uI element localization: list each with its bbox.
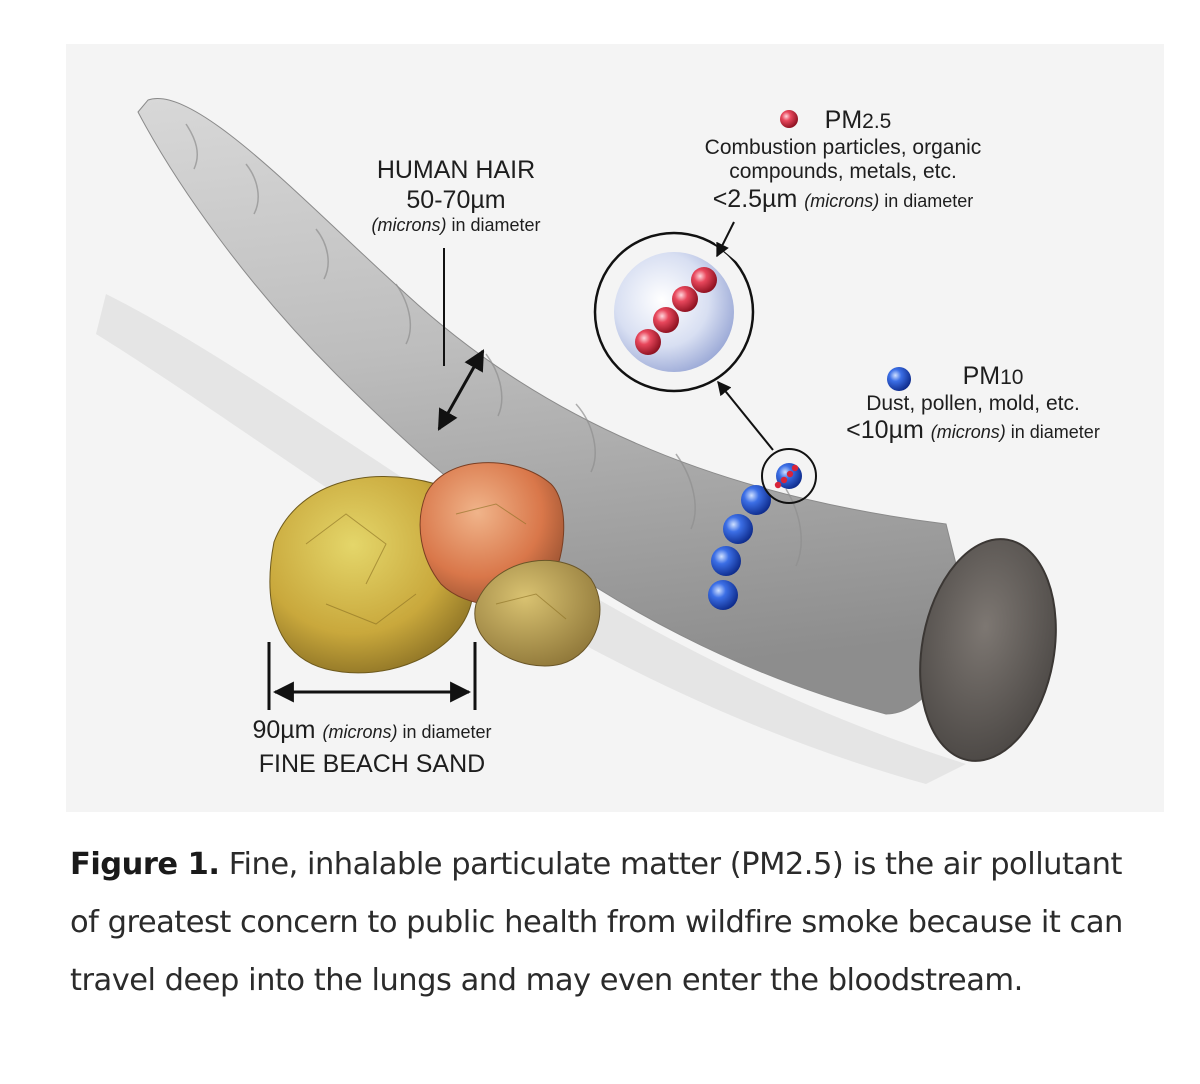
sand-size-line: 90µm (microns) in diameter	[214, 716, 530, 746]
pm10-label: PM10 Dust, pollen, mold, etc. <10µm (mic…	[808, 362, 1138, 446]
hair-diameter-arrow	[437, 349, 485, 431]
pm25-size: <2.5µm	[712, 185, 798, 214]
pm10-heading-main: PM	[962, 362, 1001, 390]
figure-caption: Figure 1. Fine, inhalable particulate ma…	[70, 836, 1150, 1010]
pm10-heading-sub: 10	[1000, 366, 1024, 389]
pm10-legend-dot	[887, 367, 911, 391]
caption-bold: Figure 1.	[70, 847, 220, 882]
particle-size-diagram: HUMAN HAIR 50-70µm (microns) in diameter…	[66, 44, 1164, 812]
hair-shadow	[96, 294, 966, 784]
hair-unit-rest: in diameter	[446, 215, 541, 235]
pm10-unit-rest: in diameter	[1005, 422, 1100, 443]
pm25-zoom-ring	[593, 231, 755, 393]
diagram-graphic	[96, 98, 1057, 784]
pm10-particles	[708, 485, 771, 610]
pm25-particle	[653, 307, 679, 333]
pm25-pointer-arrow	[716, 221, 735, 258]
sand-texture	[305, 503, 567, 625]
hair-cross-section	[919, 538, 1057, 762]
sand-unit-italic: (microns)	[322, 722, 398, 742]
pm25-label: PM2.5 Combustion particles, organic comp…	[678, 106, 1008, 215]
pm25-zoom-source-circle	[761, 448, 817, 504]
pm25-size-line: <2.5µm (microns) in diameter	[678, 185, 1008, 215]
hair-scales	[185, 123, 802, 567]
pm25-legend-dot	[780, 110, 798, 128]
pm10-unit-italic: (microns)	[930, 422, 1006, 443]
pm10-heading: PM10	[808, 362, 1138, 392]
pm10-size: <10µm	[846, 416, 924, 445]
sand-size: 90µm	[252, 716, 316, 744]
pm25-particles	[635, 267, 717, 355]
pm10-desc: Dust, pollen, mold, etc.	[866, 391, 1080, 415]
hair-unit-italic: (microns)	[371, 215, 447, 235]
sand-grain-back	[474, 559, 601, 667]
pm25-desc-line1: Combustion particles, organic	[704, 135, 982, 159]
pm25-particle	[635, 329, 661, 355]
zoom-arrow	[717, 380, 774, 451]
pm25-heading: PM2.5	[678, 106, 1008, 136]
hair-label: HUMAN HAIR 50-70µm (microns) in diameter	[338, 156, 574, 236]
caption-text: Fine, inhalable particulate matter (PM2.…	[70, 847, 1123, 998]
pm10-particle	[741, 485, 771, 515]
pm10-size-line: <10µm (microns) in diameter	[808, 416, 1138, 446]
hair-title: HUMAN HAIR	[376, 156, 536, 184]
pm10-particle	[708, 580, 738, 610]
sand-unit-rest: in diameter	[397, 722, 492, 742]
pm10-particle	[711, 546, 741, 576]
pm25-desc-line2: compounds, metals, etc.	[729, 160, 957, 184]
pm25-particle	[672, 286, 698, 312]
pm25-heading-main: PM	[824, 106, 863, 134]
pm25-unit-italic: (microns)	[804, 191, 880, 212]
pm25-heading-sub: 2.5	[862, 110, 892, 133]
pm10-particle	[723, 514, 753, 544]
hair-size: 50-70µm	[406, 185, 506, 214]
pm25-particle	[691, 267, 717, 293]
pm25-small-particles	[774, 464, 799, 489]
sand-label: 90µm (microns) in diameter FINE BEACH SA…	[214, 716, 530, 779]
pm25-unit-rest: in diameter	[879, 191, 974, 212]
sand-title: FINE BEACH SAND	[258, 749, 486, 778]
